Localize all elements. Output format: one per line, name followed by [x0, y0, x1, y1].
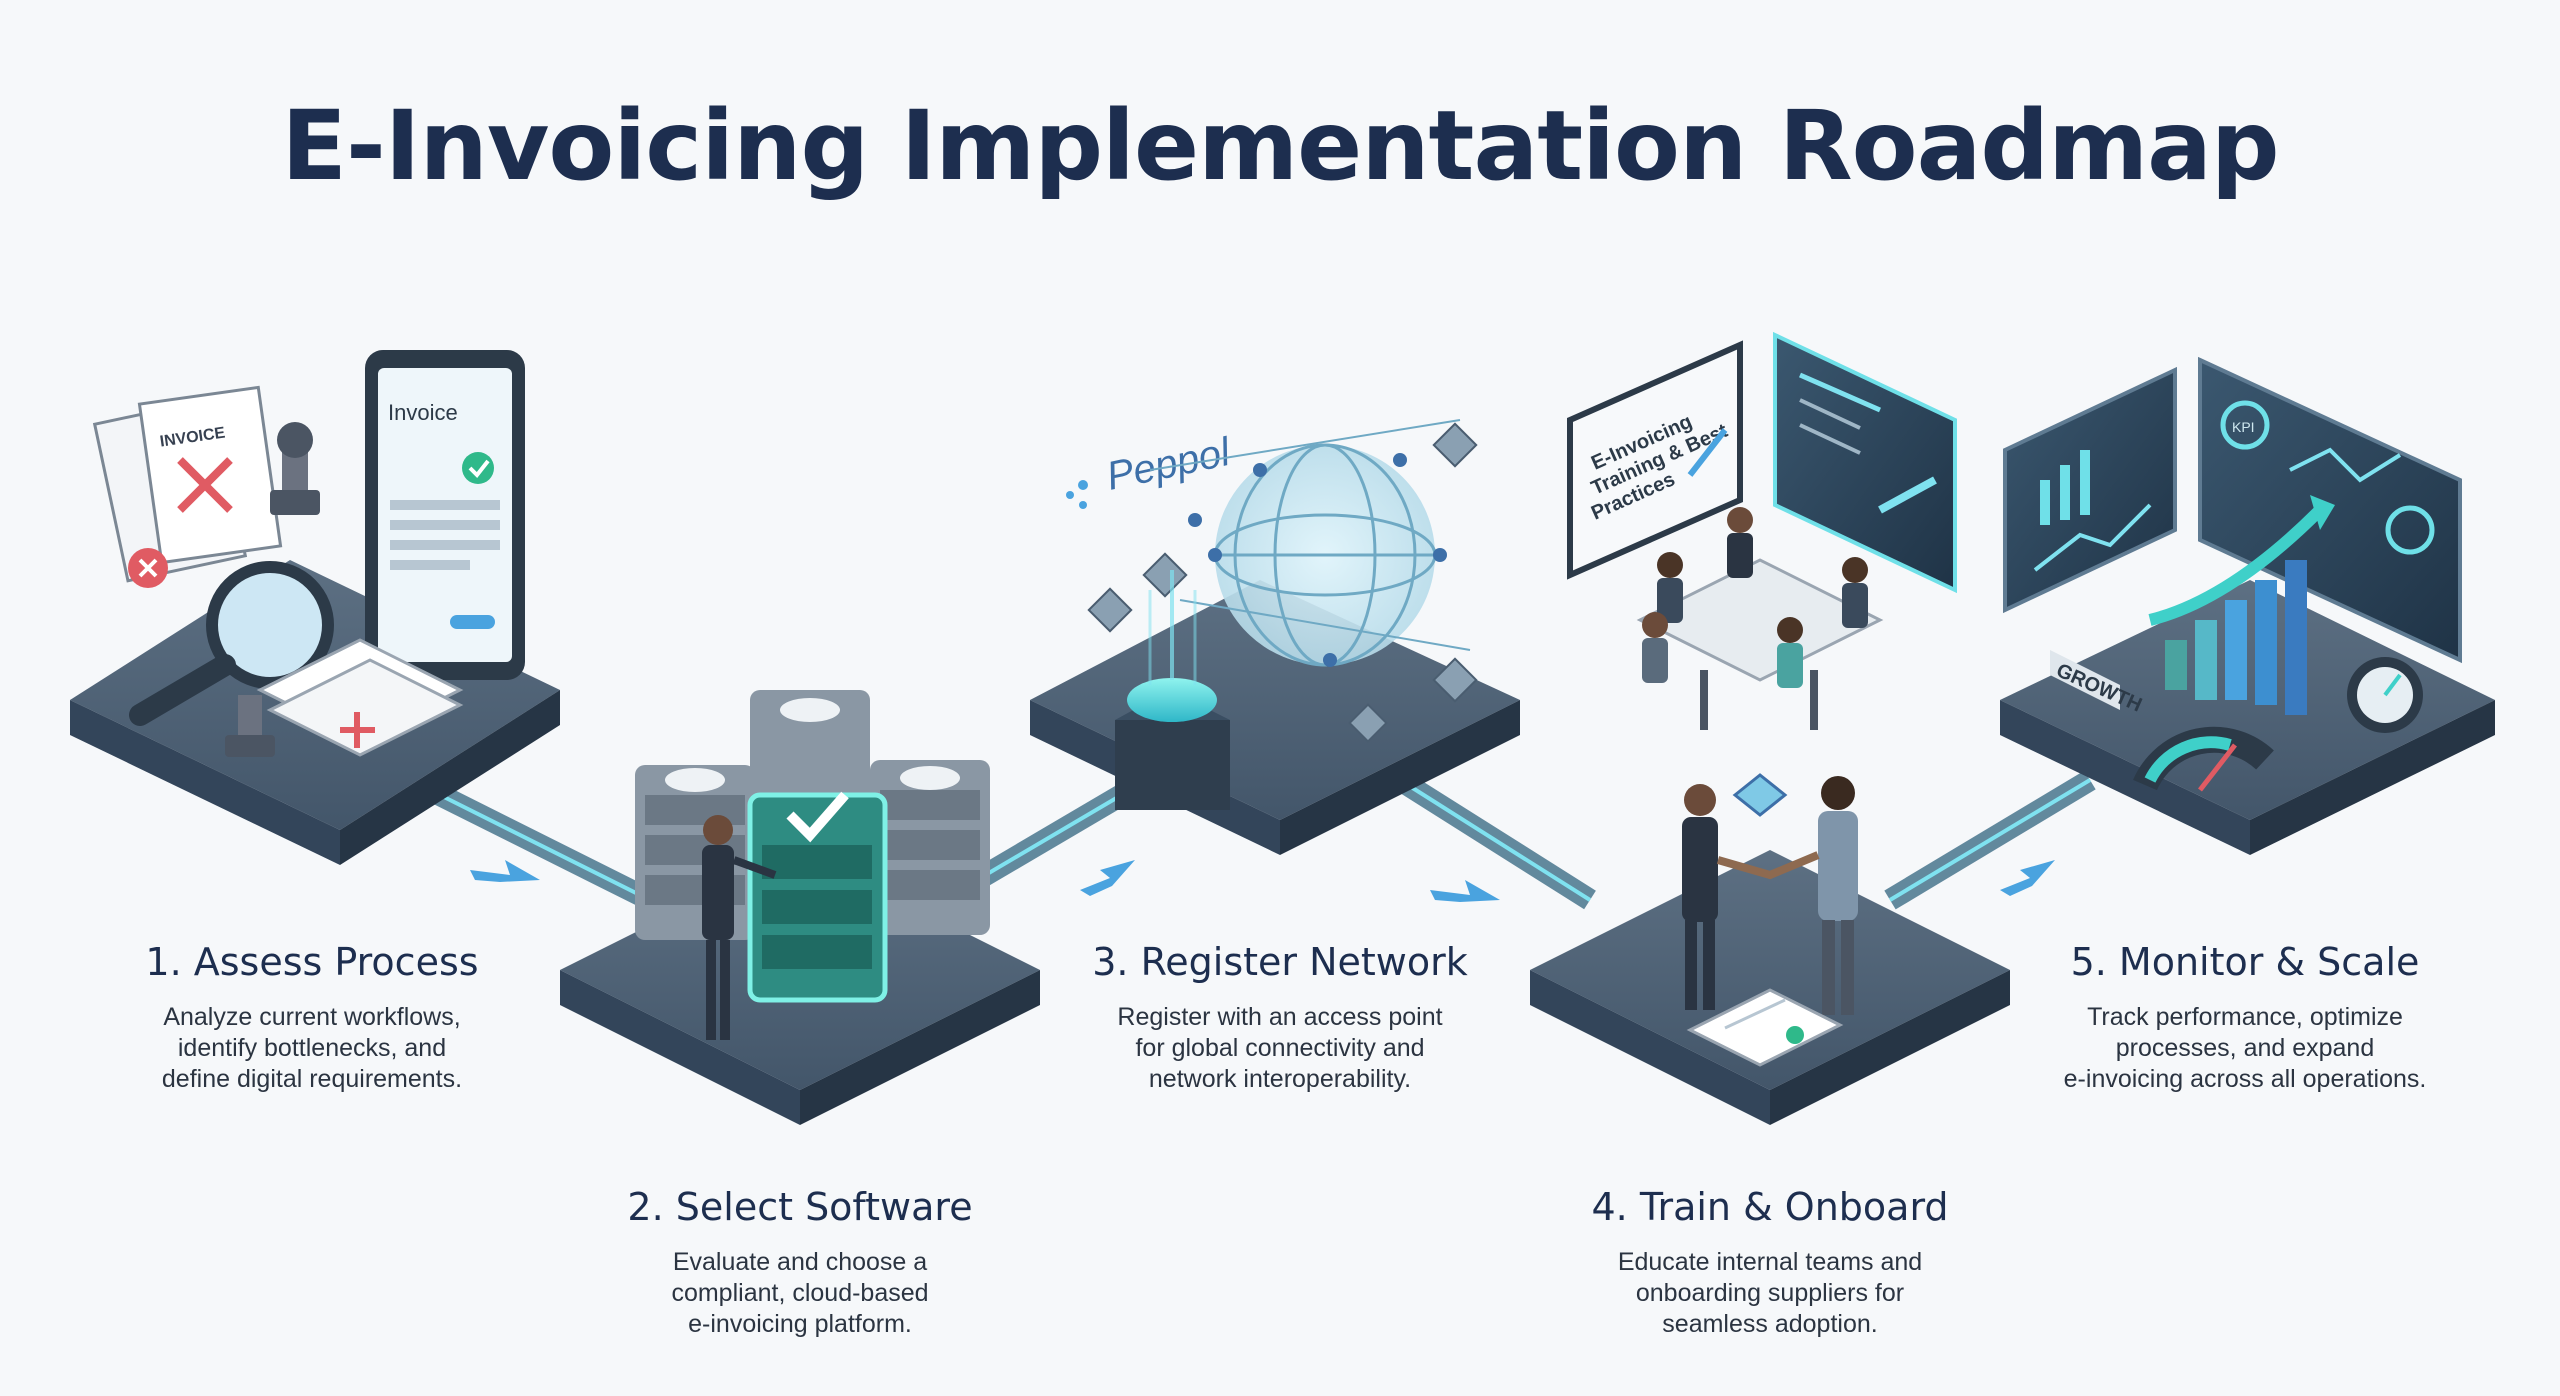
growth-bar-chart [2148, 495, 2335, 715]
platform-monitor-scale: KPI GROWTH [2000, 356, 2495, 855]
person-selecting [702, 815, 777, 1040]
step-register-network: 3. Register Network Register with an acc… [1090, 940, 1470, 1095]
meeting-table [1636, 507, 1884, 730]
page-title: E-Invoicing Implementation Roadmap [281, 90, 2279, 202]
access-point-device [1115, 570, 1230, 810]
step-assess: 1. Assess Process Analyze current workfl… [132, 940, 492, 1095]
step-description: Educate internal teams and onboarding su… [1585, 1247, 1955, 1340]
server-stack-right [870, 760, 990, 935]
data-cubes [1087, 422, 1478, 743]
step-heading: 2. Select Software [627, 1185, 973, 1229]
people-handshake [1682, 776, 1858, 1015]
platform-train-onboard: E-Invoicing Training & Best Practices [1530, 331, 2010, 1125]
network-globe [1149, 419, 1471, 667]
step-train-onboard: 4. Train & Onboard Educate internal team… [1585, 1185, 1955, 1340]
peppol-label: Peppol [1103, 430, 1235, 499]
platform-assess: INVOICE Invoice [70, 350, 560, 865]
server-stack-back [750, 690, 870, 810]
training-board: E-Invoicing Training & Best Practices [1567, 340, 1743, 580]
step-select-software: 2. Select Software Evaluate and choose a… [620, 1185, 980, 1340]
step-heading: 4. Train & Onboard [1591, 1185, 1949, 1229]
step-monitor-scale: 5. Monitor & Scale Track performance, op… [2035, 940, 2455, 1095]
check-icon [462, 452, 494, 484]
contract-document [1686, 988, 1844, 1067]
step-description-line: Analyze current workflows, [163, 1003, 461, 1031]
step-description-line: e-invoicing across all operations. [2063, 1065, 2427, 1093]
cloud-icon [780, 698, 840, 722]
stamp-icon [270, 422, 320, 515]
step-description-line: e-invoicing platform. [688, 1310, 912, 1338]
step-description: Register with an access point for global… [1090, 1002, 1470, 1095]
step-description-line: Track performance, optimize [2087, 1003, 2403, 1031]
step-description-line: Evaluate and choose a [672, 1248, 928, 1276]
tablet-title: Invoice [388, 400, 458, 425]
platform-select-software [560, 690, 1040, 1125]
trend-arrow-icon [2310, 495, 2335, 530]
step-description: Evaluate and choose a compliant, cloud-b… [620, 1247, 980, 1340]
step-description: Track performance, optimize processes, a… [2035, 1002, 2455, 1095]
server-stack-left [635, 765, 755, 940]
step-heading: 5. Monitor & Scale [2070, 940, 2420, 984]
tablet-invoice: Invoice [365, 350, 525, 680]
speedometer-icon [2133, 657, 2423, 792]
step-description-line: processes, and expand [2115, 1034, 2375, 1062]
step-description-line: define digital requirements. [161, 1065, 463, 1093]
stamp-icon-small [225, 695, 275, 757]
dashboard-screen-left [2003, 366, 2177, 614]
cloud-icon [665, 768, 725, 792]
cloud-icon [900, 766, 960, 790]
handshake-icon [1732, 773, 1788, 817]
server-selected [747, 791, 888, 1003]
step-description-line: Register with an access point [1117, 1003, 1443, 1031]
presentation-screen [1773, 331, 1957, 594]
step-description-line: compliant, cloud-based [671, 1279, 929, 1307]
step-description-line: for global connectivity and [1135, 1034, 1425, 1062]
step-description-line: identify bottlenecks, and [177, 1034, 447, 1062]
step-description: Analyze current workflows, identify bott… [132, 1002, 492, 1095]
step-description-line: onboarding suppliers for [1635, 1279, 1905, 1307]
step-description-line: seamless adoption. [1662, 1310, 1878, 1338]
platform-register-network: Peppol [1030, 419, 1520, 855]
step-description-line: Educate internal teams and [1617, 1248, 1923, 1276]
magnifier-icon [129, 561, 334, 726]
kpi-label: KPI [2232, 419, 2255, 435]
step-heading: 1. Assess Process [145, 940, 479, 984]
step-description-line: network interoperability. [1148, 1065, 1412, 1093]
check-icon [786, 791, 849, 843]
invoice-documents: INVOICE [92, 385, 283, 588]
paper-stack [256, 638, 464, 757]
step-heading: 3. Register Network [1092, 940, 1468, 984]
